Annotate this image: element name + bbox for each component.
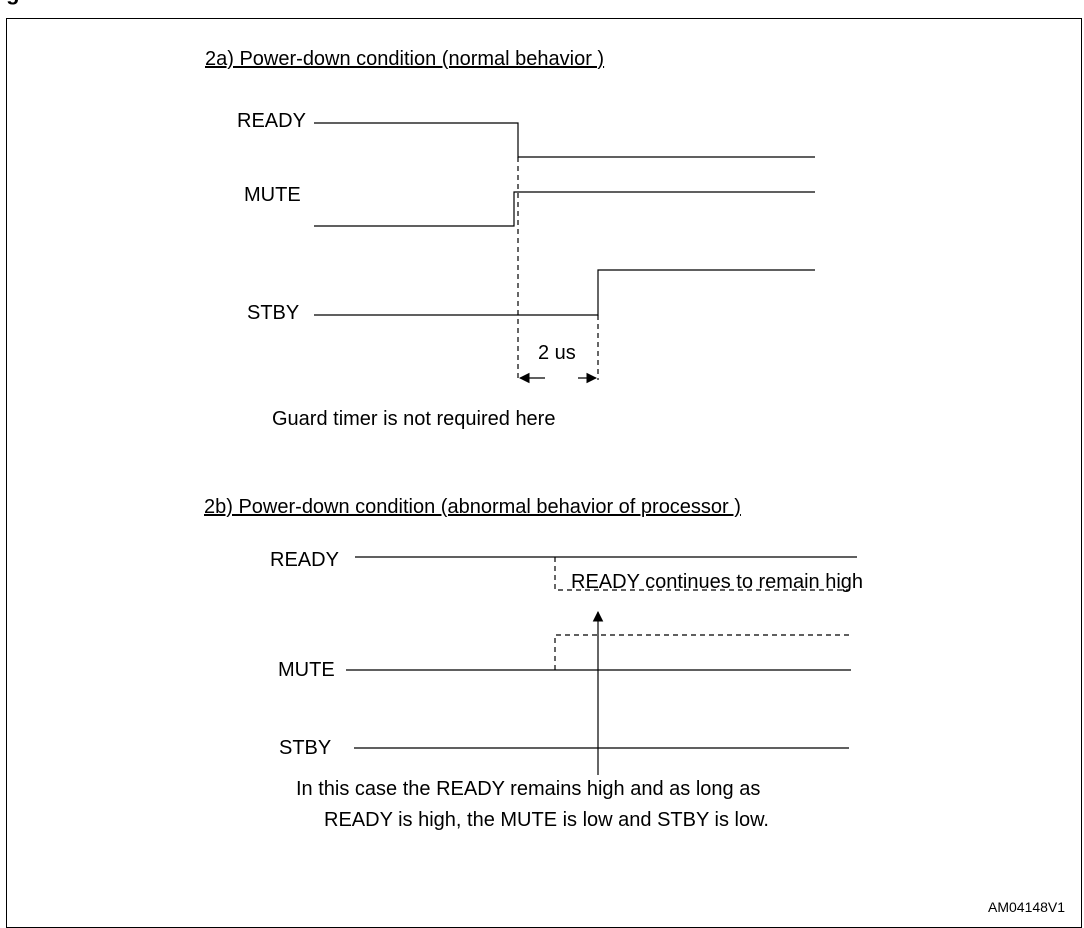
stby-waveform-2a bbox=[314, 269, 815, 316]
mute-waveform-2a bbox=[314, 191, 815, 227]
ready-waveform-2a bbox=[314, 122, 815, 158]
ready-dashed-drop bbox=[554, 557, 850, 591]
explanation-line-2: READY is high, the MUTE is low and STBY … bbox=[324, 809, 769, 831]
label-mute-2b: MUTE bbox=[278, 659, 335, 681]
label-mute-2a: MUTE bbox=[244, 184, 301, 206]
label-stby-2b: STBY bbox=[279, 737, 332, 759]
ready-annotation: READY continues to remain high bbox=[571, 571, 864, 593]
mute-dashed-rise bbox=[554, 634, 851, 670]
section-2b-title: 2b) Power-down condition (abnormal behav… bbox=[204, 496, 741, 518]
section-2a-title: 2a) Power-down condition (normal behavio… bbox=[205, 48, 605, 70]
label-ready-2b: READY bbox=[270, 549, 339, 571]
interval-label: 2 us bbox=[538, 342, 576, 364]
figure-title-fragment: ig bbox=[0, 0, 20, 6]
note-2a: Guard timer is not required here bbox=[272, 408, 556, 430]
label-stby-2a: STBY bbox=[247, 302, 300, 324]
figure-id: AM04148V1 bbox=[988, 899, 1066, 915]
explanation-line-1: In this case the READY remains high and … bbox=[296, 778, 761, 800]
label-ready-2a: READY bbox=[237, 110, 306, 132]
